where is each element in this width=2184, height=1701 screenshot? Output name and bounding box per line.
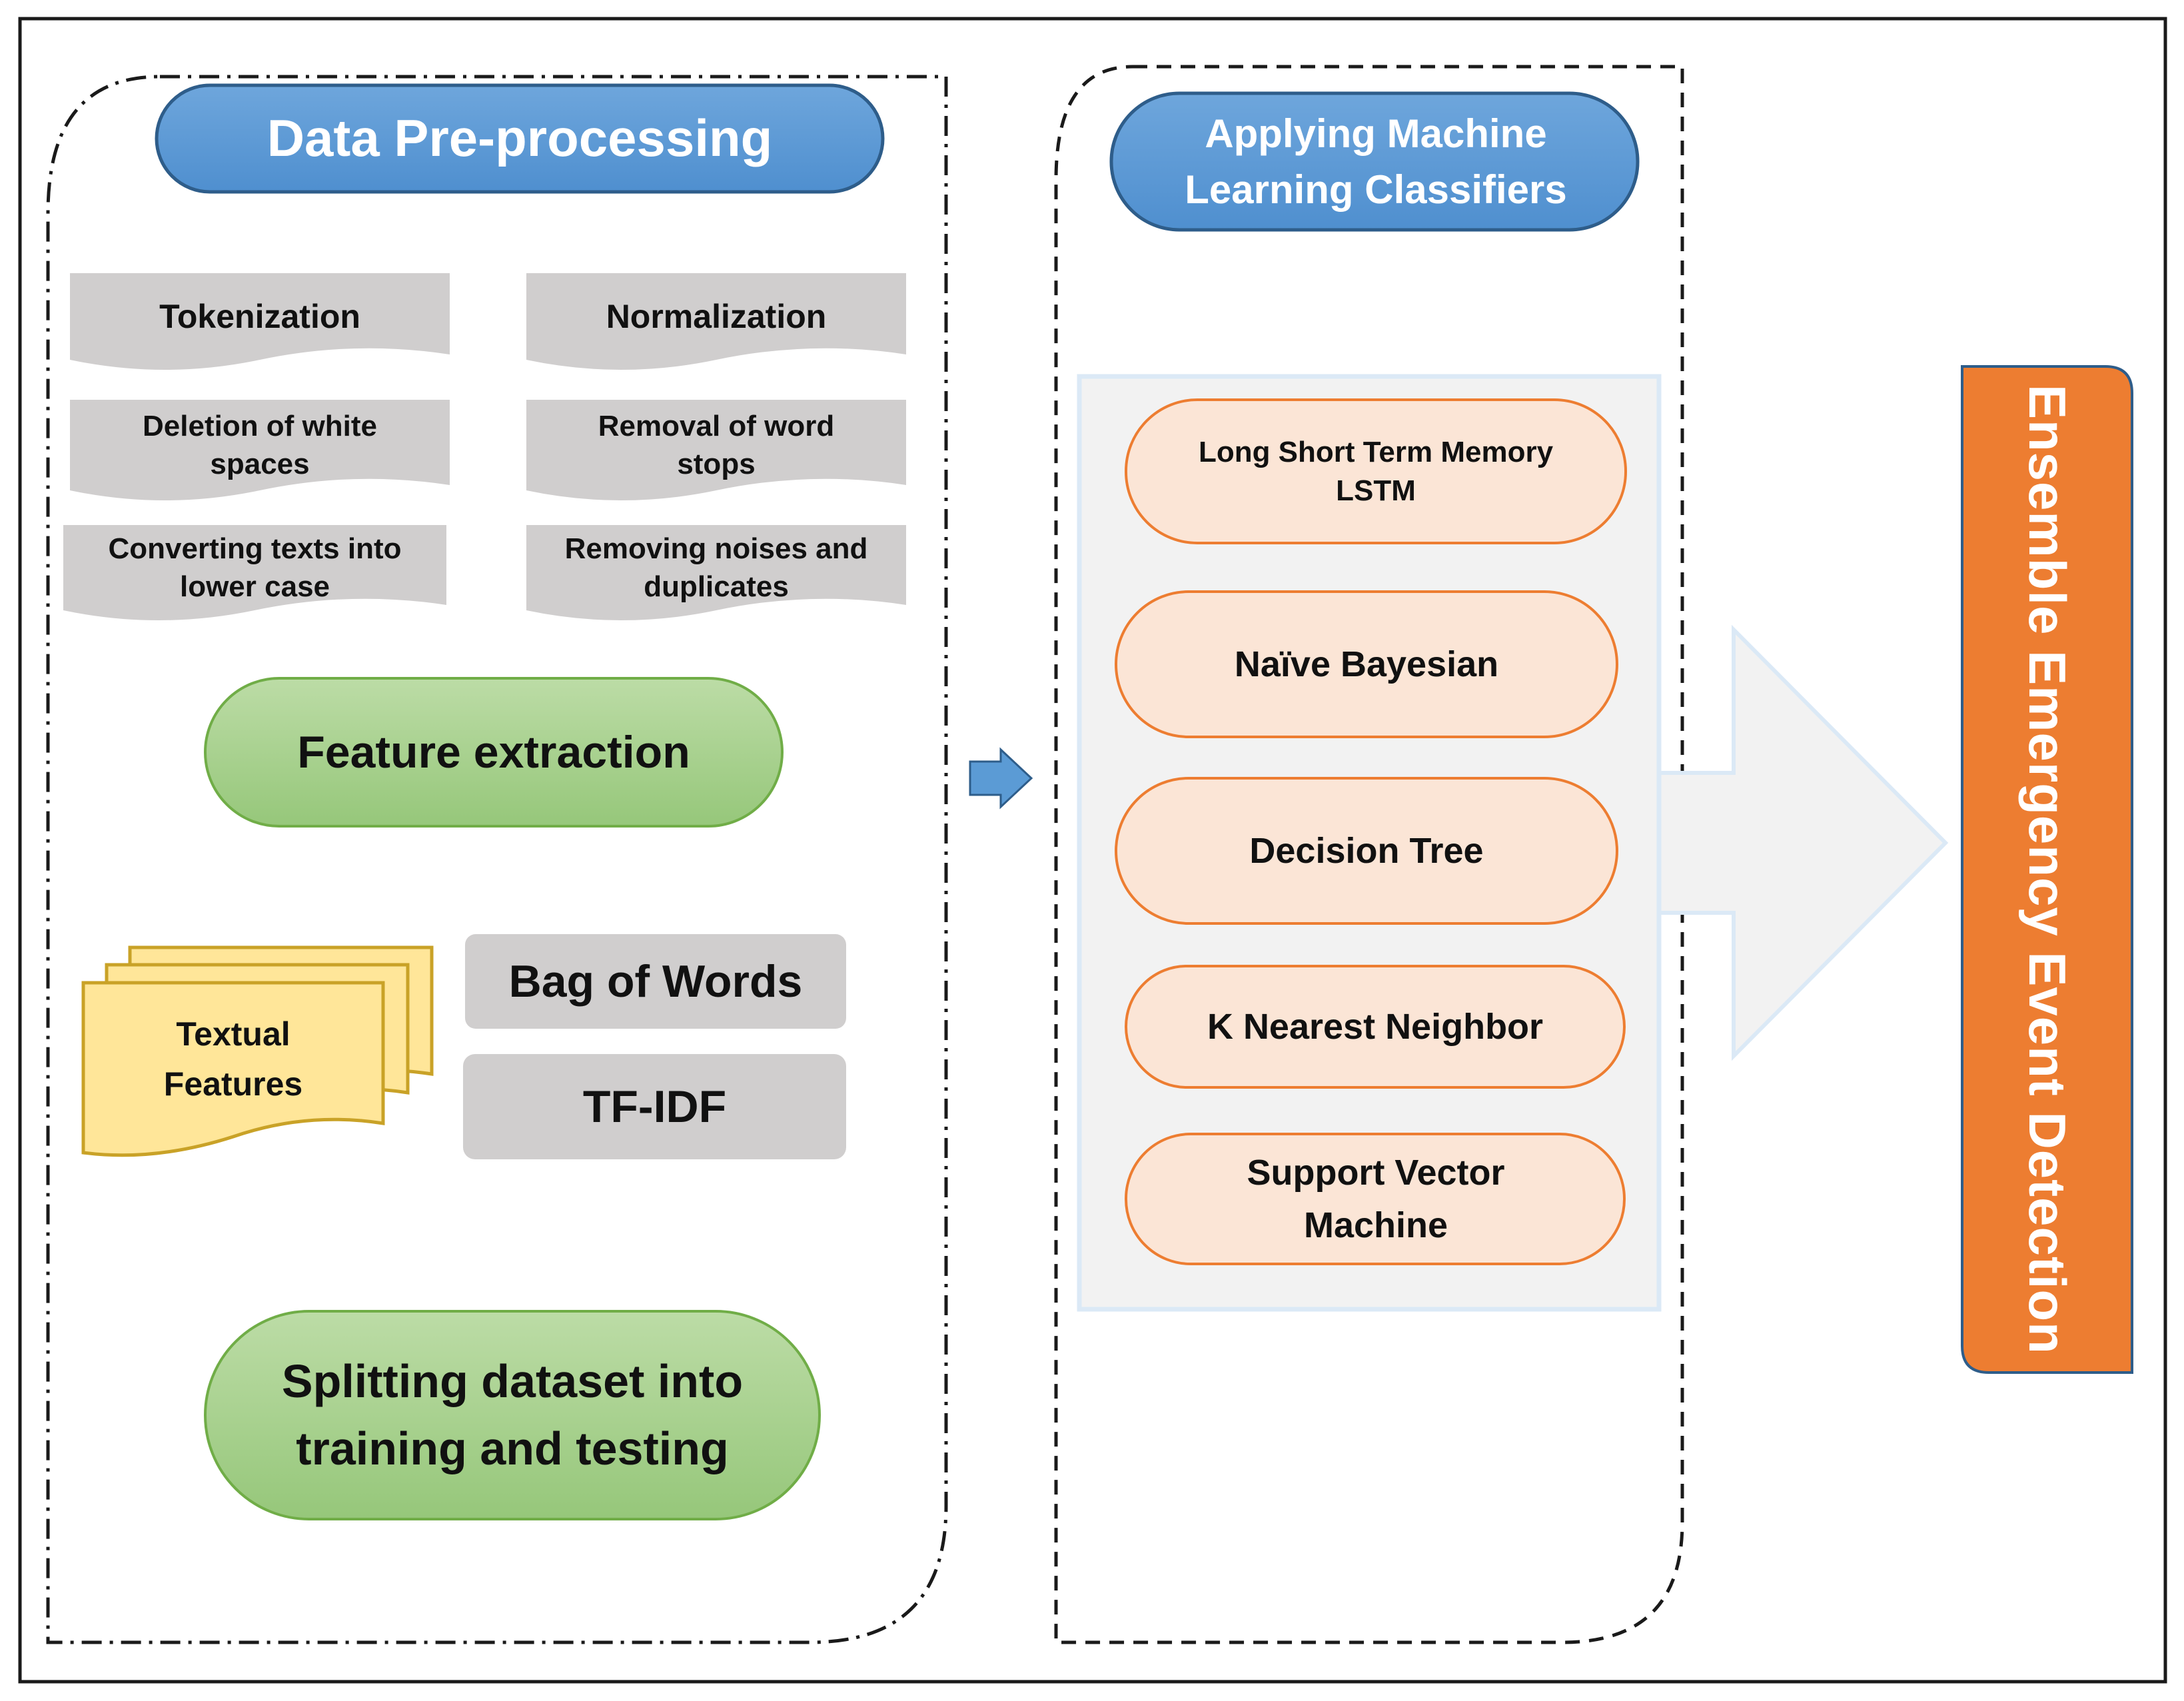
classifier-pill-naive-bayesian: [1115, 590, 1618, 738]
step-tokenization: Tokenization: [159, 297, 360, 335]
step-box-lower-case: [63, 525, 446, 620]
tf-idf-box: [463, 1054, 846, 1159]
preprocessing-title: Data Pre-processing: [267, 109, 773, 168]
classifiers-title-pill: [1109, 91, 1640, 232]
step-box-tokenization: [70, 273, 450, 370]
preprocessing-title-pill: [155, 83, 885, 194]
step-box-noises: [526, 525, 906, 620]
bag-of-words-label: Bag of Words: [508, 955, 803, 1007]
classifier-pill-svm: [1125, 1133, 1626, 1265]
output-bar: [1961, 365, 2133, 1374]
step-box-word-stops: [526, 400, 906, 500]
output-label: Ensemble Emergency Event Detection: [2018, 384, 2077, 1355]
feature-extraction-label: Feature extraction: [297, 726, 690, 778]
step-deletion-white-spaces: Deletion of white spaces: [143, 409, 377, 480]
classifier-svm-label: Support Vector Machine: [1247, 1153, 1505, 1245]
classifier-pill-knn: [1125, 965, 1626, 1089]
preprocessing-panel-border: [46, 75, 948, 1644]
splitting-pill: [204, 1310, 821, 1520]
step-normalization: Normalization: [606, 297, 827, 335]
step-box-normalization: [526, 273, 906, 370]
step-lower-case: Converting texts into lower case: [108, 532, 402, 603]
textual-features-label: Textual Features: [163, 1015, 303, 1103]
classifier-knn-label: K Nearest Neighbor: [1207, 1006, 1544, 1047]
classifiers-title: Applying Machine Learning Classifiers: [1185, 111, 1567, 212]
step-removal-word-stops: Removal of word stops: [598, 409, 835, 480]
step-removing-noises: Removing noises and duplicates: [564, 532, 868, 603]
tf-idf-label: TF-IDF: [582, 1081, 727, 1132]
feature-extraction-pill: [204, 677, 784, 828]
classifier-pill-decision-tree: [1115, 777, 1618, 925]
classifier-lstm-label: Long Short Term Memory LSTM: [1198, 436, 1554, 507]
classifiers-panel-border: [1054, 65, 1684, 1644]
splitting-label: Splitting dataset into training and test…: [281, 1355, 744, 1475]
textual-features-doc-front: [81, 981, 385, 1157]
classifier-naive-bayesian-label: Naïve Bayesian: [1234, 644, 1499, 684]
classifier-pill-lstm: [1125, 398, 1627, 544]
flow-arrow-icon: [969, 747, 1033, 810]
classifier-decision-tree-label: Decision Tree: [1249, 830, 1484, 871]
bag-of-words-box: [465, 934, 846, 1029]
step-box-white-spaces: [70, 400, 450, 500]
